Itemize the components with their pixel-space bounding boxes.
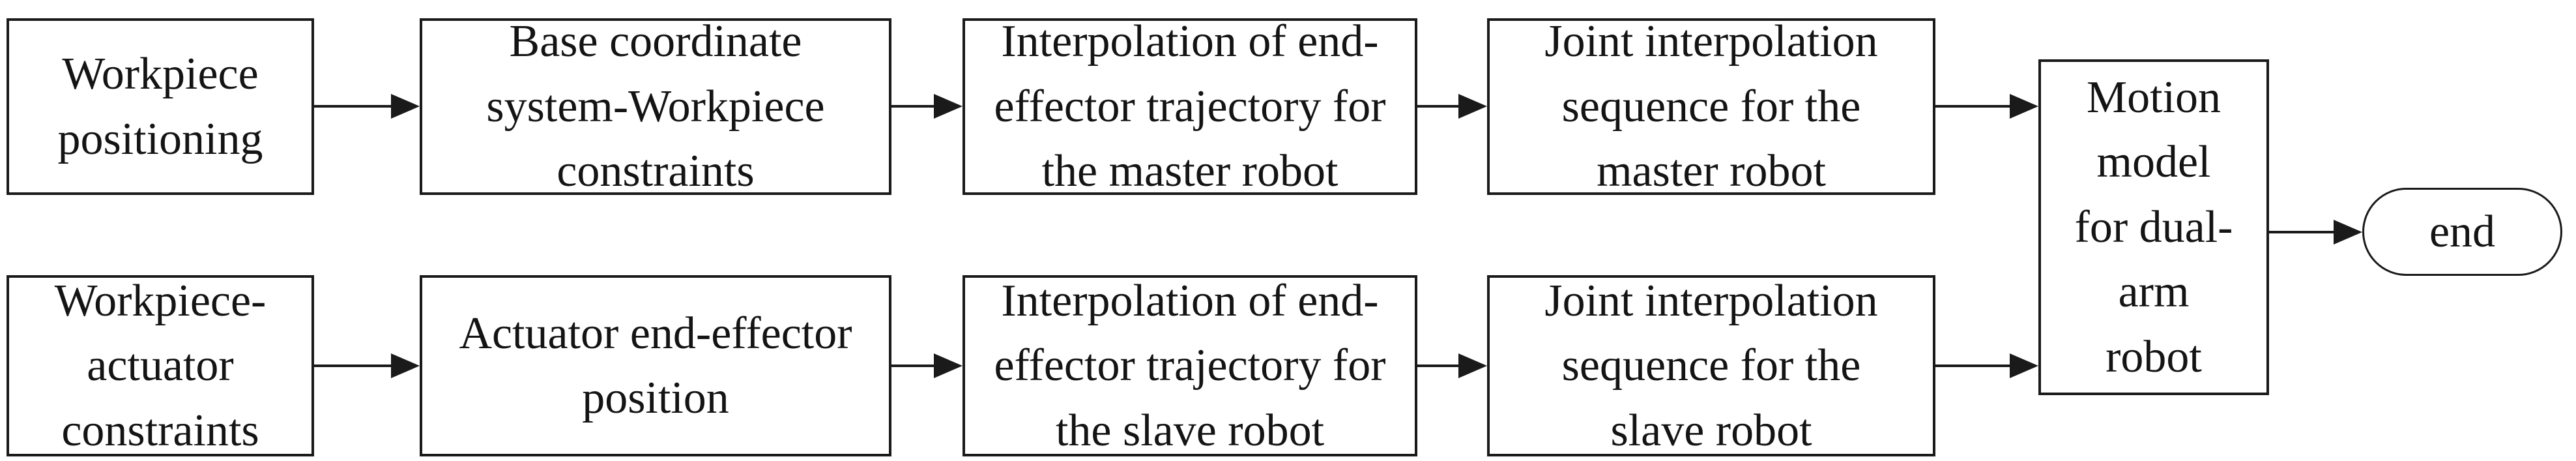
- arrow-base-to-interp-master: [891, 94, 962, 119]
- node-base-coordinate-system-workpiece-constraints: Base coordinate system-Workpiece constra…: [420, 16, 891, 196]
- node-interpolation-end-effector-master: Interpolation of end- effector trajector…: [962, 16, 1417, 196]
- node-actuator-end-effector-position: Actuator end-effector position: [420, 275, 891, 456]
- arrow-actuator-position-to-interp-slave: [891, 353, 962, 378]
- arrow-motion-model-to-end: [2269, 220, 2362, 245]
- node-joint-interpolation-slave: Joint interpolation sequence for the sla…: [1487, 275, 1935, 456]
- arrow-interp-slave-to-joint-slave: [1417, 353, 1487, 378]
- node-joint-interpolation-master: Joint interpolation sequence for the mas…: [1487, 16, 1935, 196]
- node-interpolation-end-effector-slave: Interpolation of end- effector trajector…: [962, 275, 1417, 456]
- arrow-interp-master-to-joint-master: [1417, 94, 1487, 119]
- node-workpiece-positioning: Workpiece positioning: [7, 18, 314, 195]
- arrow-joint-slave-to-motion-model: [1935, 353, 2038, 378]
- arrow-workpiece-to-base: [314, 94, 420, 119]
- node-end-terminator: end: [2362, 188, 2562, 276]
- arrow-joint-master-to-motion-model: [1935, 94, 2038, 119]
- node-workpiece-actuator-constraints: Workpiece- actuator constraints: [7, 275, 314, 456]
- node-motion-model-dual-arm-robot: Motion model for dual- arm robot: [2038, 59, 2269, 395]
- arrow-workpiece-actuator-to-actuator-position: [314, 353, 420, 378]
